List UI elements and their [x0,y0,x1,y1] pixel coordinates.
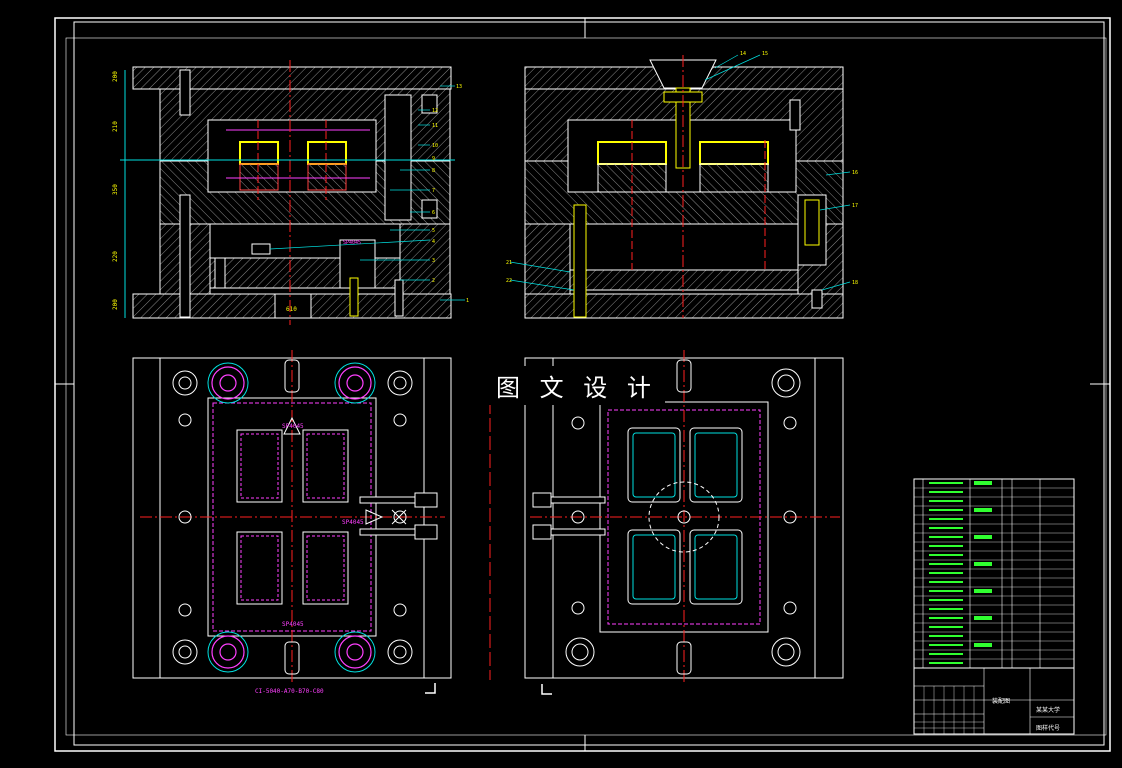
dim-label-3: 350 [112,184,119,195]
bom-row-swatch [974,616,992,620]
bom-row-swatch [974,508,992,512]
svg-text:9: 9 [432,156,435,162]
bom-row-text-mark [929,653,963,655]
section-label-sp: SP4045 [343,240,361,246]
bom-row-text-mark [929,536,963,538]
svg-text:12: 12 [432,108,438,114]
title-school: 某某大学 [1036,706,1060,714]
bom-row-text-mark [929,500,963,502]
bom-row-swatch [974,643,992,647]
dim-label-4: 220 [112,251,119,262]
bom-row-swatch [974,589,992,593]
annotation-sp-right: SP4045 [342,519,364,526]
annotation-sp-top: SP4045 [282,423,304,430]
bom-row-text-mark [929,482,963,484]
bom-row-text-mark [929,581,963,583]
bom-row-text-mark [929,572,963,574]
bom-row-text-mark [929,599,963,601]
bom-row-text-mark [929,545,963,547]
dim-label-2: 210 [112,121,119,132]
part-numbers-right: 14 15 16 17 18 21 22 [506,51,858,286]
bill-of-materials [913,478,1075,669]
bom-row-text-mark [929,554,963,556]
dim-label-bottom: 610 [286,306,297,313]
svg-text:22: 22 [506,278,512,284]
svg-text:8: 8 [432,168,435,174]
bom-row-text-mark [929,626,963,628]
svg-text:21: 21 [506,260,512,266]
dim-label-1: 200 [112,71,119,82]
svg-text:1: 1 [466,298,469,304]
svg-text:5: 5 [432,228,435,234]
bom-row-text-mark [929,662,963,664]
plan-view-moving-half: SP4045 SP4045 SP4045 CI-5040-A70-B70-C80 [132,350,452,695]
bom-row-text-mark [929,518,963,520]
mold-base-spec: CI-5040-A70-B70-C80 [255,688,324,695]
bom-row-text-mark [929,491,963,493]
title-block: 装配图 某某大学 图样代号 [913,667,1075,735]
bom-row-swatch [974,562,992,566]
svg-text:6: 6 [432,210,435,216]
svg-text:4: 4 [432,239,435,245]
svg-text:15: 15 [762,51,768,57]
bom-row-text-mark [929,635,963,637]
svg-text:13: 13 [456,84,462,90]
svg-text:10: 10 [432,143,438,149]
title-drawing-name: 装配图 [992,697,1010,705]
svg-text:18: 18 [852,280,858,286]
svg-text:2: 2 [432,278,435,284]
part-numbers-left: 13 12 11 10 9 8 7 6 5 4 3 2 1 [432,84,469,304]
bom-row-text-mark [929,563,963,565]
svg-text:14: 14 [740,51,746,57]
bom-row-text-mark [929,590,963,592]
bom-row-text-mark [929,608,963,610]
watermark: 图 文 设 计 [488,366,665,405]
section-view-left: 200 210 350 220 200 SP4045 610 [112,60,465,325]
bom-row-swatch [974,481,992,485]
plan-view-fixed-half [489,350,844,695]
border-frame [65,37,1107,736]
bom-row-text-mark [929,617,963,619]
section-view-right [509,54,851,319]
bom-row-text-mark [929,644,963,646]
annotation-sp-bottom: SP4045 [282,621,304,628]
svg-text:3: 3 [432,258,435,264]
svg-text:17: 17 [852,203,858,209]
svg-text:16: 16 [852,170,858,176]
svg-text:7: 7 [432,188,435,194]
bom-row-text-mark [929,527,963,529]
bom-row-swatch [974,535,992,539]
svg-text:11: 11 [432,123,438,129]
bom-row-text-mark [929,509,963,511]
dim-label-5: 200 [112,299,119,310]
title-sheet: 图样代号 [1036,724,1060,732]
